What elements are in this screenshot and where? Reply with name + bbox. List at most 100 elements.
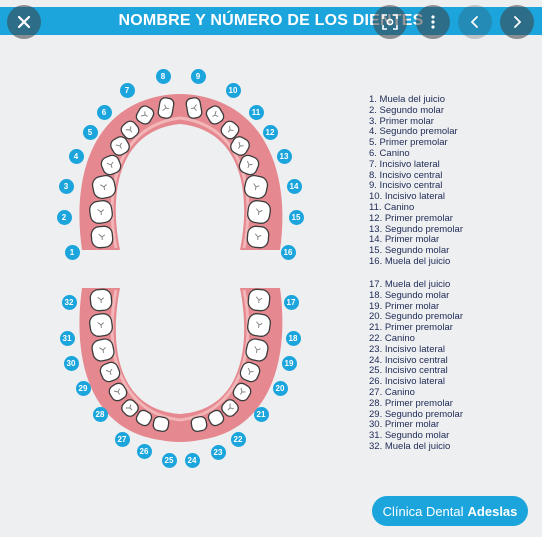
badge-lower-26: 26 bbox=[136, 443, 152, 459]
upper-tooth-3-groove bbox=[100, 184, 107, 191]
legend-item: 17. Muela del juicio bbox=[369, 279, 451, 290]
legend-item: 26. Incisivo lateral bbox=[369, 376, 446, 388]
badge-upper-1: 1 bbox=[64, 244, 80, 260]
legend-item: 31. Segundo molar bbox=[369, 430, 450, 442]
legend-item: 30. Primer molar bbox=[369, 419, 440, 431]
badge-upper-16: 16 bbox=[280, 244, 296, 260]
lower-tooth-28-groove bbox=[113, 388, 120, 395]
brand-name: Adeslas bbox=[467, 503, 518, 519]
upper-tooth-9-groove bbox=[190, 104, 197, 111]
lower-tooth-21-groove bbox=[240, 387, 246, 395]
legend-item: 11. Canino bbox=[369, 202, 415, 213]
upper-tooth-12-groove bbox=[238, 141, 244, 149]
next-button[interactable] bbox=[500, 5, 534, 39]
badge-upper-6: 6 bbox=[96, 104, 112, 120]
badge-upper-7: 7 bbox=[119, 82, 135, 98]
lower-tooth-29-groove bbox=[105, 368, 113, 375]
lower-tooth-18-groove bbox=[256, 321, 263, 329]
more-options-button[interactable] bbox=[416, 5, 450, 39]
badge-lower-20: 20 bbox=[272, 380, 288, 396]
chevron-right-icon bbox=[514, 16, 522, 28]
upper-tooth-10-groove bbox=[212, 110, 219, 118]
legend-item: 24. Incisivo central bbox=[369, 354, 448, 366]
badge-lower-19: 19 bbox=[281, 355, 297, 371]
legend-item: 20. Segundo premolar bbox=[369, 311, 464, 323]
legend-item: 19. Primer molar bbox=[369, 300, 440, 312]
upper-tooth-8-groove bbox=[162, 104, 170, 111]
legend-item: 16. Muela del juicio bbox=[369, 256, 451, 267]
legend-item: 9. Incisivo central bbox=[369, 180, 443, 192]
close-button[interactable] bbox=[7, 5, 41, 39]
badge-lower-23: 23 bbox=[210, 444, 226, 460]
lower-tooth-22-groove bbox=[227, 403, 234, 411]
upper-tooth-7-groove bbox=[140, 111, 148, 117]
legend-item: 6. Canino bbox=[369, 148, 410, 159]
lower-tooth-26 bbox=[135, 409, 153, 427]
badge-upper-5: 5 bbox=[82, 124, 98, 140]
upper-tooth-6-groove bbox=[125, 126, 133, 133]
page-title: NOMBRE Y NÚMERO DE LOS DIENTES bbox=[118, 12, 424, 29]
lower-tooth-20-groove bbox=[247, 367, 254, 375]
lower-tooth-30-groove bbox=[99, 347, 106, 354]
previous-button[interactable] bbox=[458, 5, 492, 39]
lower-tooth-19-groove bbox=[254, 346, 261, 354]
legend-item: 21. Primer premolar bbox=[369, 322, 453, 334]
upper-tooth-13-groove bbox=[246, 160, 253, 168]
legend-item: 3. Primer molar bbox=[369, 115, 434, 127]
badge-upper-13: 13 bbox=[276, 148, 292, 164]
legend-item: 22. Canino bbox=[369, 333, 415, 344]
badge-upper-2: 2 bbox=[56, 209, 72, 225]
upper-tooth-15-groove bbox=[256, 208, 263, 216]
lower-tooth-23 bbox=[207, 409, 225, 427]
close-icon bbox=[17, 15, 31, 29]
legend-item: 25. Incisivo central bbox=[369, 365, 448, 377]
badge-lower-31: 31 bbox=[59, 330, 75, 346]
badge-lower-17: 17 bbox=[283, 294, 299, 310]
legend-item: 32. Muela del juicio bbox=[369, 441, 451, 452]
upper-tooth-11-groove bbox=[227, 125, 234, 133]
legend-item: 28. Primer premolar bbox=[369, 397, 453, 409]
visual-search-button[interactable] bbox=[373, 5, 407, 39]
legend-item: 12. Primer premolar bbox=[369, 212, 453, 224]
badge-lower-24: 24 bbox=[184, 452, 200, 468]
badge-upper-10: 10 bbox=[225, 82, 241, 98]
legend-item: 27. Canino bbox=[369, 387, 415, 398]
lower-tooth-32-groove bbox=[97, 296, 105, 304]
upper-tooth-4-groove bbox=[106, 161, 114, 168]
badge-upper-15: 15 bbox=[288, 209, 304, 225]
lower-tooth-31-groove bbox=[97, 322, 104, 329]
badge-upper-3: 3 bbox=[58, 178, 74, 194]
title-banner bbox=[0, 7, 542, 35]
badge-lower-29: 29 bbox=[75, 380, 91, 396]
badge-lower-30: 30 bbox=[63, 355, 79, 371]
legend-item: 14. Primer molar bbox=[369, 234, 440, 246]
visual-search-icon bbox=[382, 14, 398, 30]
brand-prefix: Clínica Dental bbox=[382, 503, 464, 519]
badge-upper-12: 12 bbox=[262, 124, 278, 140]
badge-lower-21: 21 bbox=[253, 406, 269, 422]
badge-lower-18: 18 bbox=[285, 330, 301, 346]
legend-item: 5. Primer premolar bbox=[369, 137, 448, 149]
lower-tooth-27-groove bbox=[125, 404, 133, 411]
lower-tooth-25 bbox=[152, 416, 170, 432]
legend-item: 8. Incisivo central bbox=[369, 169, 443, 181]
legend-item: 4. Segundo premolar bbox=[369, 126, 458, 138]
legend-item: 15. Segundo molar bbox=[369, 245, 450, 257]
badge-lower-25: 25 bbox=[161, 452, 177, 468]
upper-tooth-14-groove bbox=[253, 183, 260, 191]
badge-lower-22: 22 bbox=[230, 431, 246, 447]
upper-tooth-16-groove bbox=[254, 233, 262, 241]
upper-tooth-5-groove bbox=[115, 142, 123, 149]
badge-upper-14: 14 bbox=[286, 178, 302, 194]
legend-item: 29. Segundo premolar bbox=[369, 408, 464, 420]
badge-upper-4: 4 bbox=[68, 148, 84, 164]
more-vertical-icon bbox=[431, 15, 435, 29]
legend-item: 13. Segundo premolar bbox=[369, 223, 464, 235]
legend-item: 2. Segundo molar bbox=[369, 104, 444, 116]
lower-tooth-24 bbox=[190, 416, 208, 432]
badge-upper-8: 8 bbox=[155, 68, 171, 84]
chevron-left-icon bbox=[470, 16, 478, 28]
badge-upper-9: 9 bbox=[190, 68, 206, 84]
